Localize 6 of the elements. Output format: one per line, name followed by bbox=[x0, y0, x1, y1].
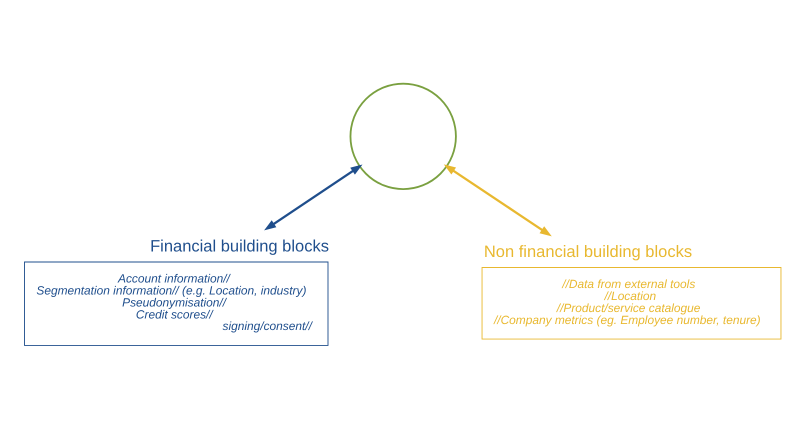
arrow bbox=[264, 164, 362, 230]
arrow bbox=[444, 164, 552, 236]
node-box: Account information// Segmentation information// (e.g. Location, industry) Pseudonymisation// Credit scores// signing/consent// bbox=[24, 261, 328, 346]
node-label: Non financial building blocks bbox=[484, 242, 692, 260]
node-box: //Data from external tools //Location //Product/service catalogue //Company metrics (eg. Employee number, tenure) bbox=[482, 266, 782, 339]
node-label: Financial building blocks bbox=[150, 236, 329, 255]
